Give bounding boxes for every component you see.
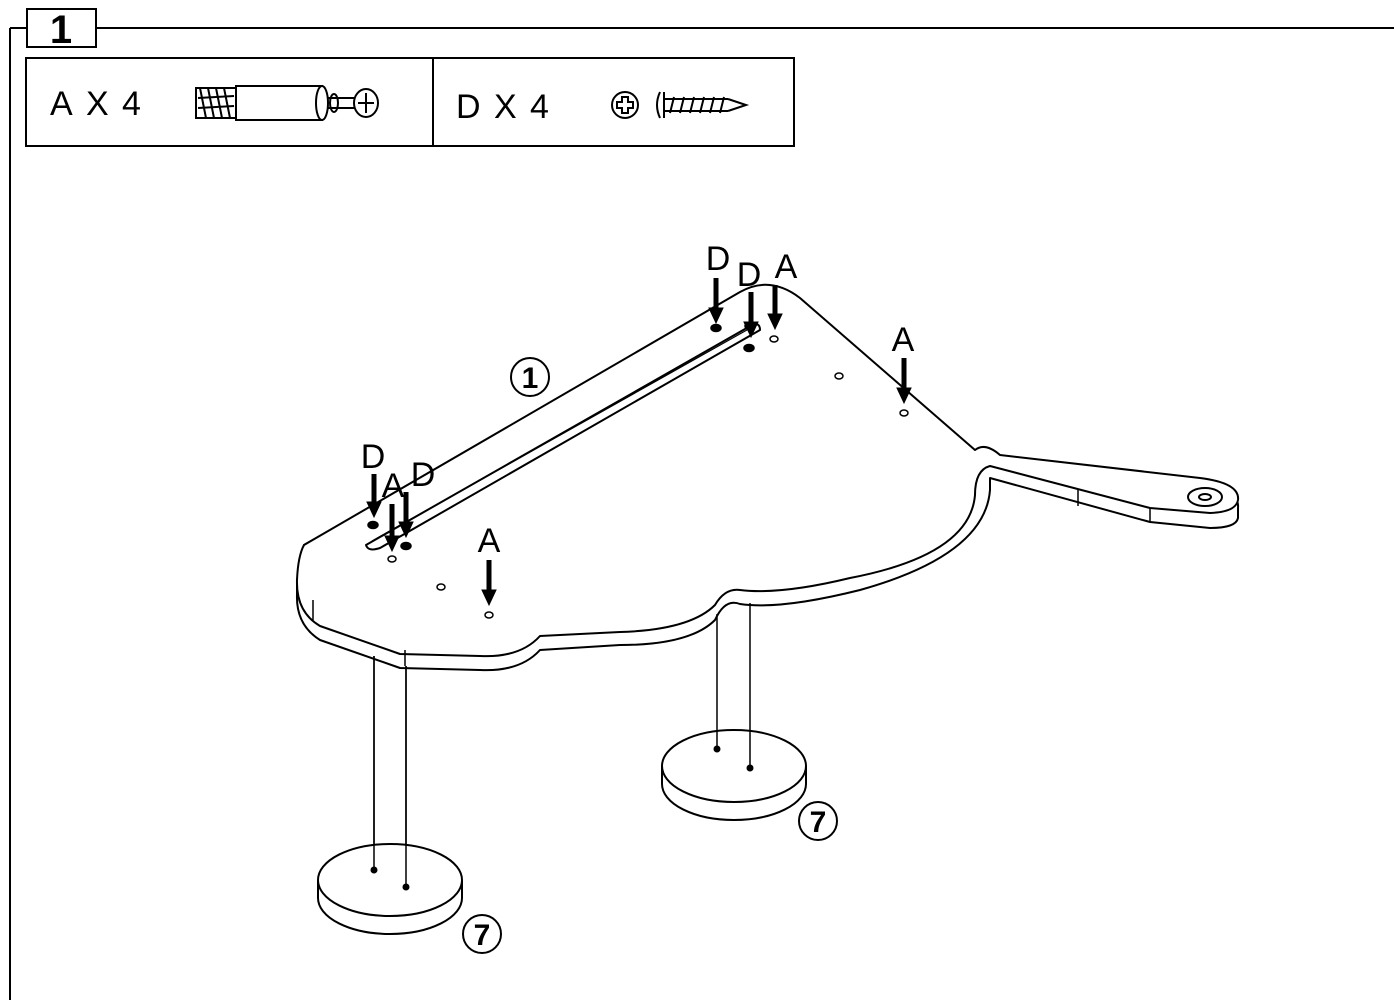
part-callouts: 1 7 7: [462, 357, 838, 954]
hole: [834, 372, 844, 380]
arrow-down-icon: [398, 492, 414, 539]
label-d: D: [361, 438, 386, 476]
step-number: 1: [50, 8, 72, 52]
hardware-d-times: X: [494, 88, 517, 126]
table-top: [295, 283, 1240, 672]
base-disc-left-top: [317, 843, 463, 917]
hole: [710, 323, 722, 333]
label-d: D: [706, 240, 731, 278]
hole: [387, 555, 397, 563]
hardware-box: A X 4: [25, 57, 795, 147]
hardware-a-letter: A: [50, 85, 73, 123]
cam-bolt-icon: [195, 85, 379, 121]
insertion-arrows: [366, 278, 912, 607]
arrow-down-icon: [767, 285, 783, 331]
label-d: D: [411, 456, 436, 494]
base-disc-right-top: [661, 729, 807, 803]
arrow-down-icon: [743, 292, 759, 339]
hole: [367, 520, 379, 530]
hole: [436, 583, 446, 591]
arrow-down-icon: [481, 560, 497, 607]
table-top-surface: [295, 283, 1240, 658]
hardware-d-qty: 4: [530, 88, 549, 126]
hole: [899, 409, 909, 417]
hole: [743, 343, 755, 353]
label-a: A: [382, 467, 405, 505]
callout-part-7-left: 7: [462, 914, 502, 954]
arrow-down-icon: [708, 278, 724, 325]
hole: [484, 611, 494, 619]
hardware-item-d: D X 4: [456, 88, 750, 126]
hole: [769, 335, 779, 343]
callout-part-1-number: 1: [522, 362, 539, 395]
hardware-a-qty: 4: [122, 85, 141, 123]
phillips-screw-icon: [611, 91, 750, 119]
callout-part-7-right-number: 7: [810, 806, 827, 839]
hardware-d-letter: D: [456, 88, 481, 126]
step-frame: [9, 27, 1394, 1000]
arrow-down-icon: [384, 504, 400, 553]
hole: [400, 541, 412, 551]
arrow-down-icon: [366, 474, 382, 519]
callout-part-1: 1: [510, 357, 550, 397]
hardware-item-a: A X 4: [50, 85, 379, 123]
label-a: A: [478, 522, 501, 560]
label-a: A: [892, 321, 915, 359]
step-number-box: 1: [26, 8, 97, 52]
callout-part-7-right: 7: [798, 801, 838, 841]
label-d: D: [737, 256, 762, 294]
callout-part-7-left-number: 7: [474, 919, 491, 952]
leg-right: [661, 603, 807, 821]
leg-left: [317, 656, 463, 935]
arrow-down-icon: [896, 358, 912, 405]
hardware-labels: D D A A D A D A: [361, 240, 915, 560]
hardware-a-times: X: [86, 85, 109, 123]
label-a: A: [775, 248, 798, 286]
